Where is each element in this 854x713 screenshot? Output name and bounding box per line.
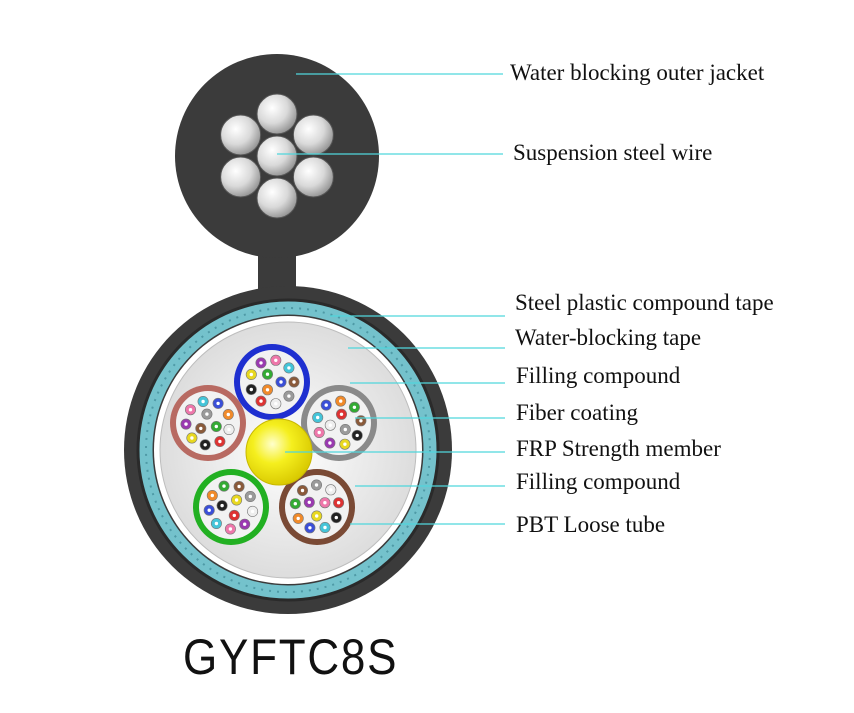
label-filling-compound-2: Filling compound [516, 469, 681, 494]
fiber-core [292, 380, 296, 384]
fiber-core [274, 402, 278, 406]
fiber-core [329, 488, 333, 492]
fiber-core [210, 493, 214, 498]
fiber-core [316, 415, 320, 420]
fiber-core [201, 399, 205, 404]
steel-wire [256, 177, 298, 219]
fiber-core [287, 394, 291, 398]
loose-tube-blue [234, 344, 310, 420]
fiber-core [339, 399, 343, 403]
fiber-core [265, 388, 270, 392]
loose-tube-red [170, 385, 246, 461]
suspension-steel-wires [220, 93, 334, 219]
fiber-core [222, 484, 226, 488]
fiber-core [226, 412, 230, 417]
fiber-core [216, 401, 220, 406]
fiber-core [220, 503, 224, 508]
fiber-core [339, 412, 344, 416]
steel-plastic-tape [136, 298, 440, 602]
fiber-core [296, 516, 300, 521]
fiber-core [250, 509, 255, 514]
label-water-blocking-tape: Water-blocking tape [515, 325, 702, 350]
fiber-core [323, 525, 327, 530]
fiber-core [343, 427, 347, 432]
fiber-core [218, 439, 222, 444]
steel-wire [292, 156, 334, 198]
label-filling-compound-1: Filling compound [516, 363, 681, 388]
label-pbt-tube: PBT Loose tube [516, 512, 666, 537]
label-frp-member: FRP Strength member [516, 436, 721, 461]
fiber-core [265, 372, 270, 376]
fiber-core [328, 423, 332, 427]
fiber-core [232, 513, 236, 518]
fiber-core [214, 521, 219, 526]
steel-wire [220, 156, 262, 198]
fiber-core [274, 358, 278, 362]
fiber-core [328, 441, 332, 445]
fiber-core [307, 500, 311, 504]
fiber-core [237, 484, 241, 489]
fiber-core [249, 372, 253, 377]
fiber-core [293, 502, 297, 506]
fiber-core [249, 387, 253, 392]
fiber-core [314, 483, 319, 487]
fiber-core [199, 426, 203, 431]
fiber-core [205, 412, 209, 416]
fiber-core [188, 408, 193, 412]
fiber-core [227, 427, 231, 432]
fiber-core [214, 424, 218, 429]
fiber-core [300, 488, 305, 493]
fiber-core [359, 419, 363, 423]
steel-wire [292, 114, 334, 156]
fiber-core [315, 514, 319, 518]
loose-tube-gray [301, 385, 377, 461]
label-fiber-coating: Fiber coating [516, 400, 638, 425]
fiber-core [317, 430, 321, 435]
loose-tube-brown [279, 469, 355, 545]
label-outer-jacket: Water blocking outer jacket [510, 60, 765, 85]
fiber-core [248, 494, 252, 499]
loose-tubes [170, 344, 377, 545]
fiber-core [184, 422, 188, 426]
fiber-core [308, 526, 312, 530]
fiber-core [287, 366, 291, 370]
fiber-core [355, 433, 359, 438]
fiber-core [203, 443, 207, 447]
steel-wire-center [256, 135, 298, 177]
fiber-core [228, 527, 233, 531]
fiber-core [207, 508, 211, 512]
fiber-core [323, 501, 327, 505]
fiber-core [279, 380, 283, 384]
fiber-core [243, 522, 247, 526]
fiber-core [324, 403, 328, 407]
water-blocking-tape-dots [145, 307, 431, 593]
fiber-core [259, 361, 263, 365]
steel-wire [220, 114, 262, 156]
fiber-core [190, 436, 194, 440]
fiber-core [259, 399, 263, 403]
leader-lines [277, 73, 505, 525]
fiber-core [334, 515, 338, 520]
fiber-core [352, 405, 357, 409]
fiber-core [343, 442, 347, 446]
label-steel-tape: Steel plastic compound tape [515, 290, 774, 315]
label-suspension-wire: Suspension steel wire [513, 140, 713, 165]
cable-model-title: GYFTC8S [183, 629, 399, 685]
steel-wire [256, 93, 298, 135]
fiber-core [234, 498, 239, 502]
fiber-core [336, 501, 341, 505]
loose-tube-green [193, 469, 269, 545]
